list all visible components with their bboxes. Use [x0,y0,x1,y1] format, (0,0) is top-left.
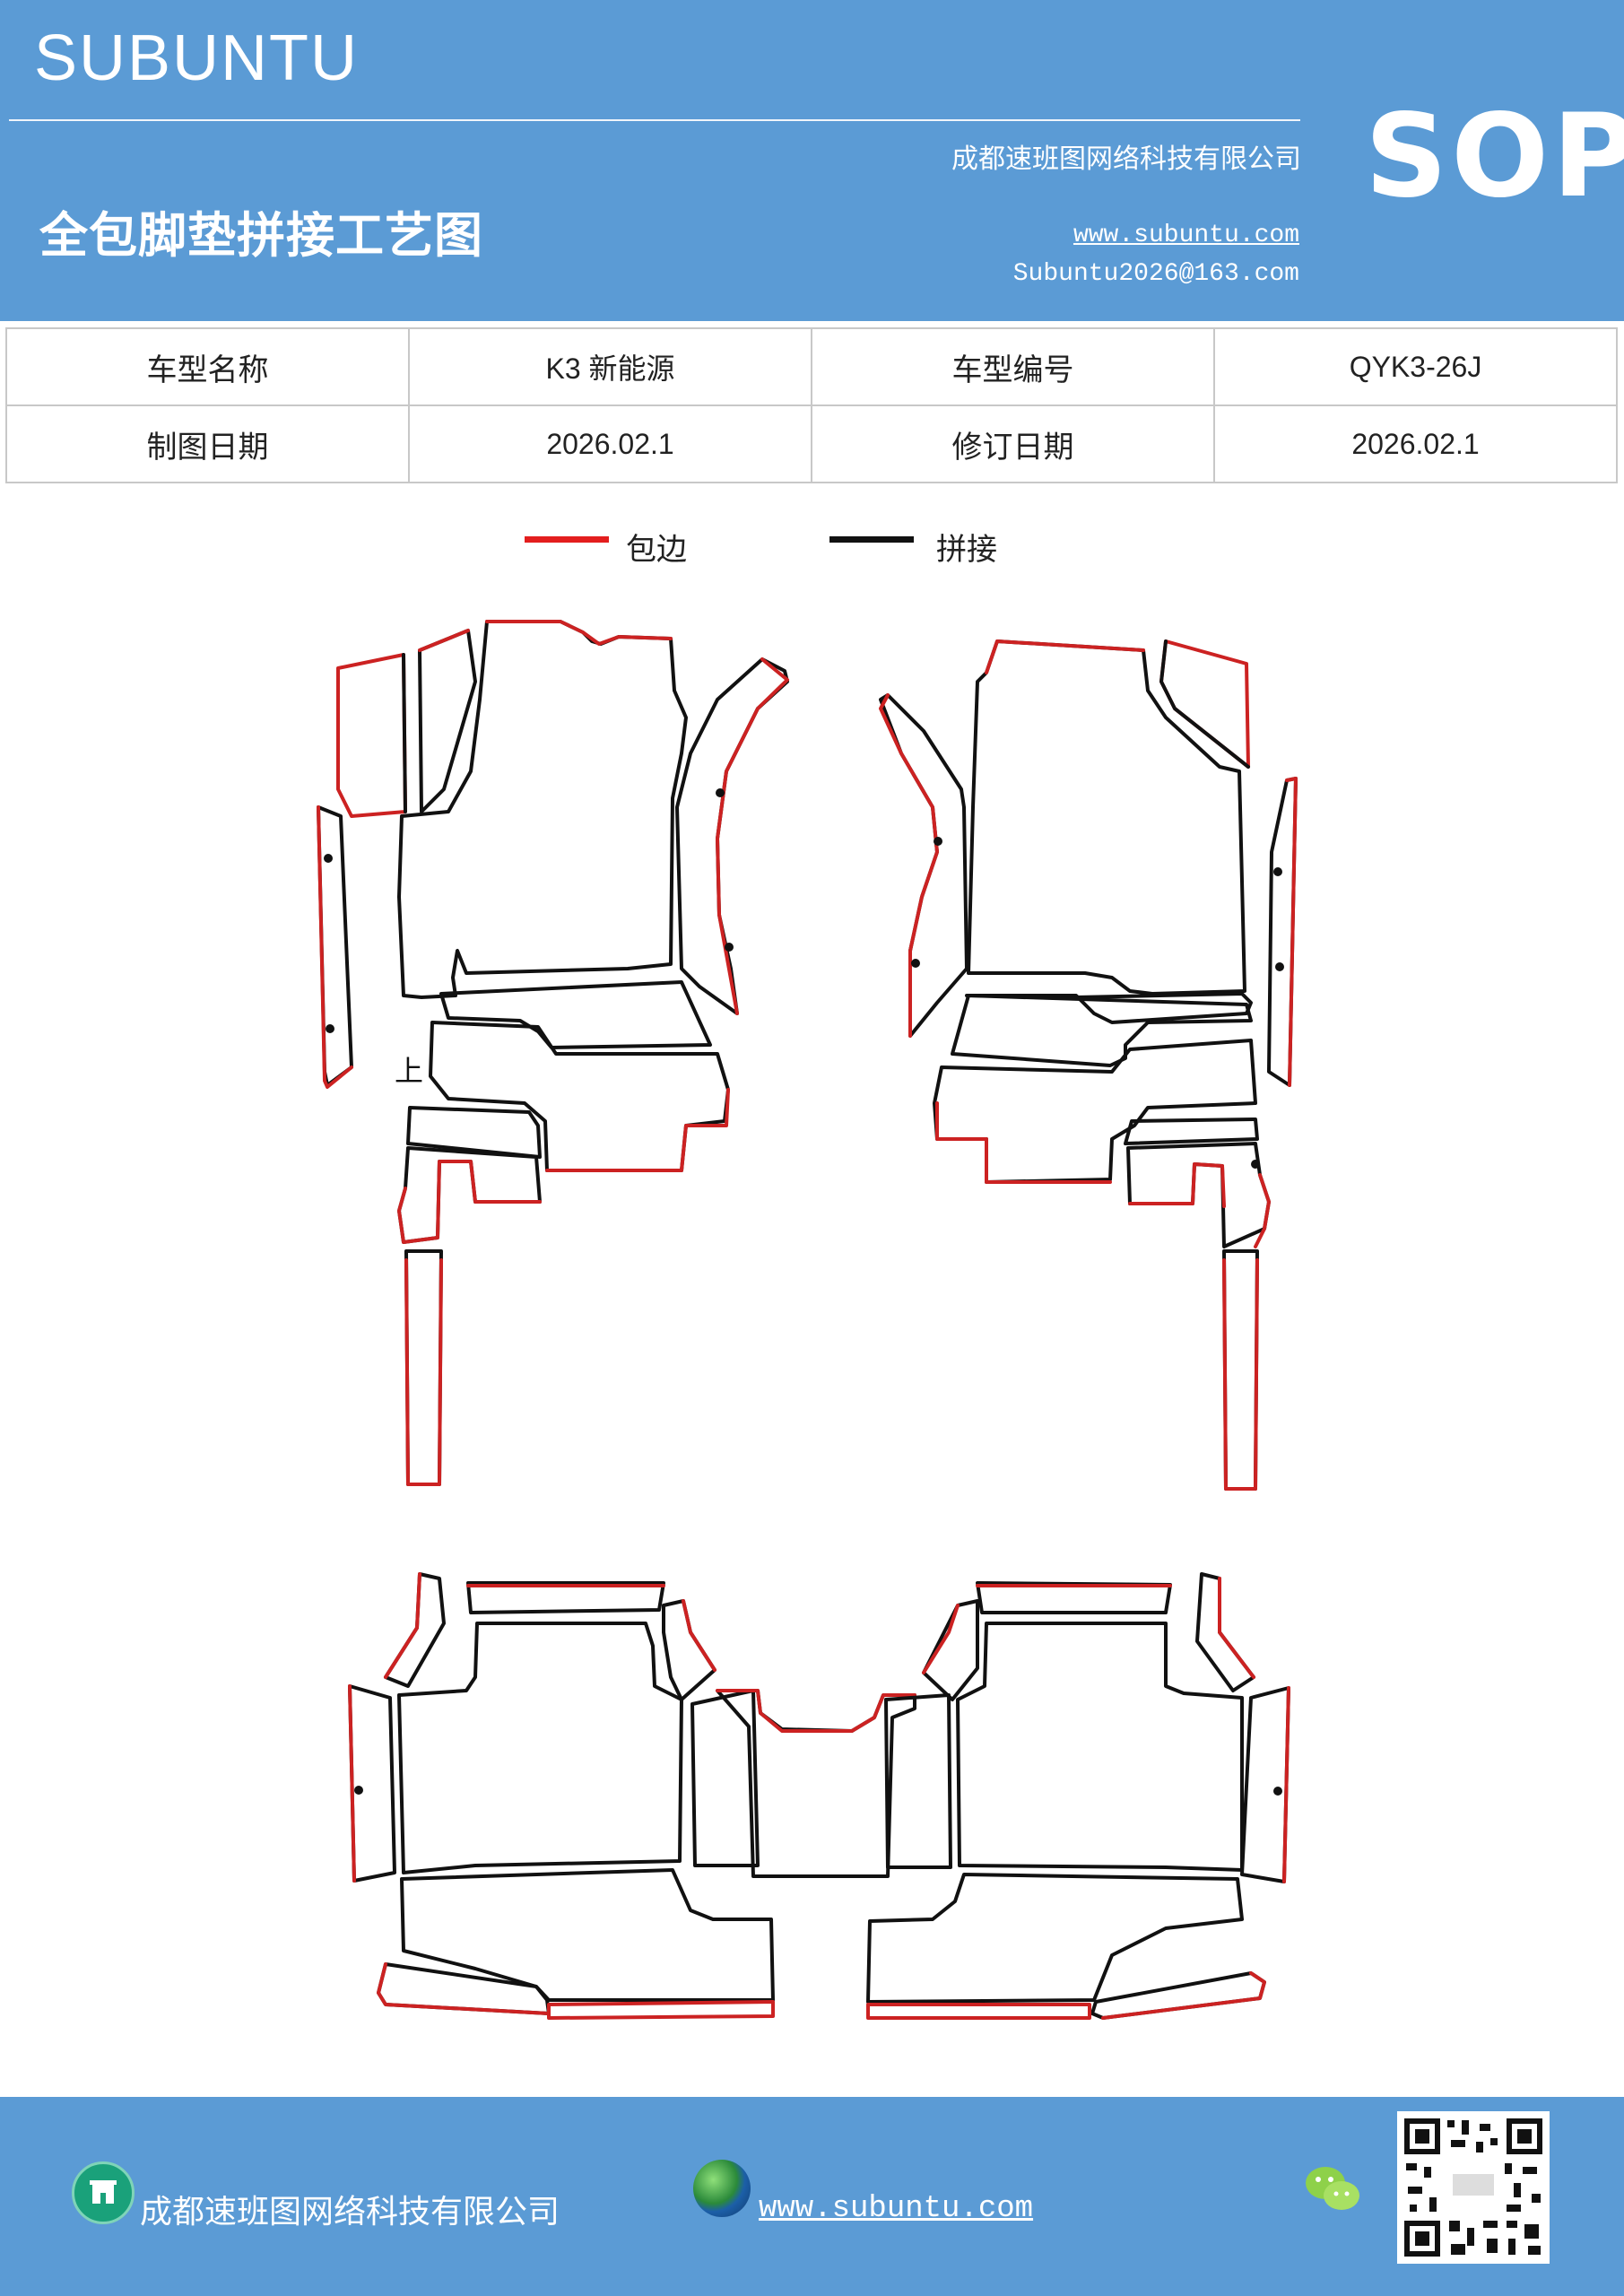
label-model-code: 车型编号 [811,327,1215,406]
mat-piece [336,653,407,818]
mat-piece [866,2003,1091,2020]
value-model-code: QYK3-26J [1213,327,1618,406]
mat-piece [951,994,1253,1067]
fixing-point [725,943,734,952]
mat-piece [690,1689,760,1867]
label-draw-date: 制图日期 [5,404,410,483]
fixing-point [1275,962,1284,971]
mat-piece [397,1622,683,1874]
header-company: 成都速班图网络科技有限公司 [951,144,1301,175]
mat-piece [348,1684,396,1883]
mat-piece [1195,1572,1255,1692]
mat-piece [1090,1971,1266,2020]
mat-piece [1124,1118,1259,1145]
mat-piece [1222,1249,1259,1491]
legend-seam-swatch [829,536,914,543]
mat-piece [418,629,477,813]
mat-piece [879,693,968,1038]
brand-logo-text: SUBUNTU [34,22,360,94]
header-website-link[interactable]: www.subuntu.com [1073,222,1299,249]
value-draw-date: 2026.02.1 [408,404,812,483]
legend-edge-swatch [525,536,609,543]
building-icon [72,2161,135,2224]
mat-piece [922,1599,979,1701]
mat-piece [662,1599,716,1701]
mat-piece [466,1581,665,1614]
label-revision-date: 修订日期 [811,404,1215,483]
legend-seam-label: 拼接 [936,532,997,568]
table-row: 制图日期 2026.02.1 修订日期 2026.02.1 [5,404,1618,483]
mat-piece [439,980,712,1049]
mat-piece [956,1622,1244,1872]
mat-piece [933,1039,1257,1184]
mat-piece [397,620,688,999]
qr-code[interactable] [1397,2111,1550,2264]
label-model-name: 车型名称 [5,327,410,406]
footer-website-link[interactable]: www.subuntu.com [759,2192,1034,2226]
mat-piece [404,1249,443,1486]
table-row: 车型名称 K3 新能源 车型编号 QYK3-26J [5,327,1618,406]
fixing-point [1273,1787,1282,1796]
mat-piece [884,1693,952,1869]
mat-piece [866,1873,1244,2004]
document-title: 全包脚垫拼接工艺图 [39,207,483,264]
fixing-point [1273,867,1282,876]
marker-up-label: 上 [395,1054,423,1088]
mat-piece [400,1868,775,2002]
mat-piece [547,2000,775,2020]
sop-badge: SOP [1365,90,1624,223]
mat-piece [965,992,1253,1024]
fixing-point [1251,1160,1260,1169]
fixing-point [716,788,725,797]
value-revision-date: 2026.02.1 [1213,404,1618,483]
wechat-icon[interactable] [1302,2161,1363,2215]
header-email: Subuntu2026@163.com [1012,260,1299,288]
mat-piece [406,1106,542,1159]
header-divider [9,119,1300,121]
globe-icon [693,2160,751,2217]
fixing-point [911,959,920,968]
fixing-point [934,837,942,846]
value-model-name: K3 新能源 [408,327,812,406]
footer-company: 成都速班图网络科技有限公司 [140,2194,560,2231]
mat-piece [1126,1142,1271,1248]
mat-piece [1240,1686,1290,1883]
fixing-point [326,1024,334,1033]
fixing-point [354,1786,363,1795]
mat-piece [967,639,1246,996]
mat-piece [675,657,789,1015]
legend-edge-label: 包边 [626,532,687,568]
fixing-point [324,854,333,863]
vehicle-info-table: 车型名称 K3 新能源 车型编号 QYK3-26J 制图日期 2026.02.1… [5,327,1618,483]
header-bar [0,0,1624,321]
